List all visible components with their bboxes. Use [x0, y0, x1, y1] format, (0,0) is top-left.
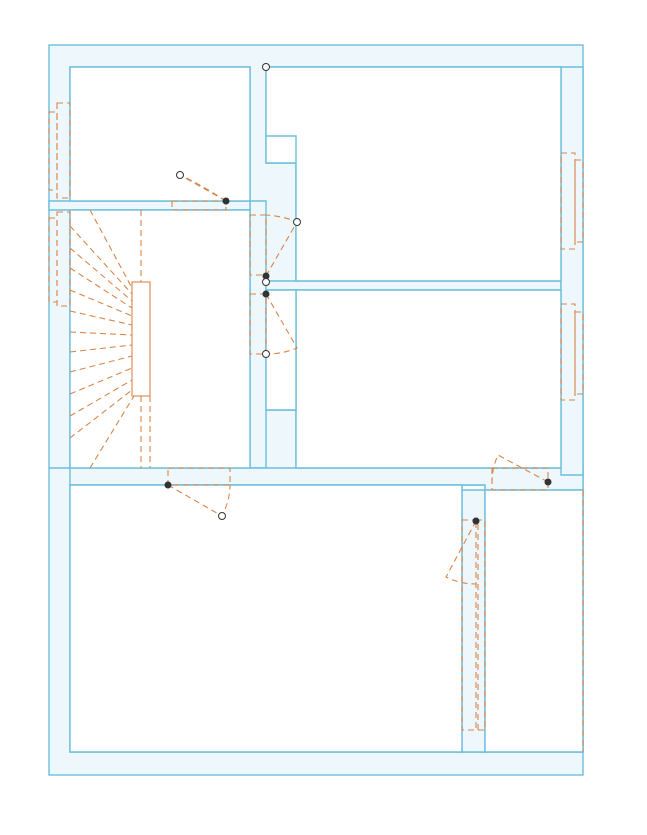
door-open-node	[218, 512, 226, 520]
door-open-node	[262, 278, 270, 286]
door-open-node	[293, 218, 301, 226]
interior-wall-middle	[265, 280, 562, 291]
door-hinge-node	[222, 197, 230, 205]
right-wall-upper	[560, 66, 584, 476]
stair-tread	[69, 331, 133, 336]
stair-tread	[69, 355, 133, 373]
window-right-upper	[560, 152, 576, 250]
door-hall-upper-opening	[249, 214, 267, 276]
stair-tread	[69, 389, 133, 439]
room-interior-3	[69, 209, 251, 469]
stair-tread	[69, 310, 133, 326]
door-corridor-inner	[475, 519, 486, 731]
stair-tread	[69, 344, 133, 353]
room-interior-5	[265, 289, 297, 411]
stair-tread	[69, 225, 133, 295]
room-interior-6	[69, 484, 463, 753]
window-right-middle-outer	[574, 311, 584, 395]
staircase	[69, 209, 151, 469]
wall-node	[262, 63, 270, 71]
door-hall-lower-opening	[249, 293, 267, 355]
interior-wall-lower	[461, 489, 486, 753]
stair-tread	[89, 209, 133, 289]
window-right-upper-outer	[574, 159, 584, 243]
door-open-node	[262, 350, 270, 358]
window-left-lower-recess	[56, 211, 71, 307]
stair-tread	[69, 267, 133, 309]
door-hinge-node	[472, 517, 480, 525]
windows	[48, 102, 584, 752]
door-hinge-node	[164, 481, 172, 489]
door-stair-opening	[167, 467, 231, 486]
stair-tread	[69, 379, 133, 417]
door-corridor-swing	[445, 520, 477, 585]
interior-wall-top-left	[48, 200, 251, 211]
room-interior-7	[484, 489, 584, 753]
stair-tread	[89, 395, 135, 469]
stair-tread	[69, 289, 133, 317]
window-left-upper	[48, 111, 58, 191]
window-left-upper-recess	[56, 102, 71, 199]
door-hinge-node	[262, 290, 270, 298]
stair-tread	[69, 367, 133, 395]
door-corridor-opening	[461, 519, 479, 731]
room-interior-2	[265, 66, 562, 282]
door-open-node	[176, 171, 184, 179]
doors	[164, 63, 552, 731]
room-interior-4	[295, 289, 562, 469]
room-interior-1	[69, 66, 251, 202]
interior-wall-vertical	[249, 200, 267, 469]
door-middle-right-swing	[491, 454, 549, 483]
stair-tread	[69, 247, 133, 302]
door-hinge-node	[544, 478, 552, 486]
door-top-left-opening	[171, 200, 227, 211]
